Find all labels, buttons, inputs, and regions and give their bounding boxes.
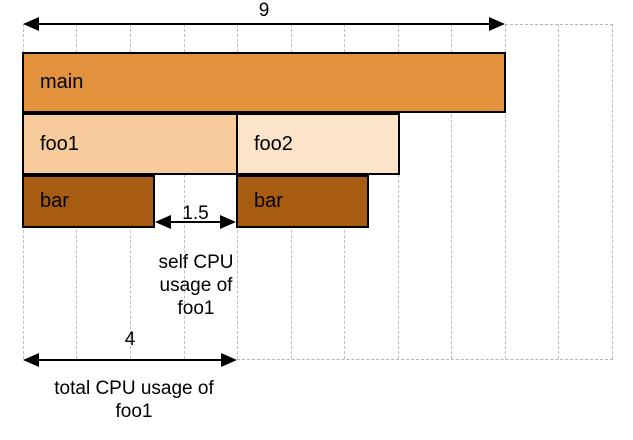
frame-foo2-label: foo2: [254, 132, 293, 155]
arrow-head-right-icon: [220, 215, 236, 229]
frame-main: main: [22, 52, 506, 113]
total-width-arrow: [23, 17, 505, 31]
gridline: [451, 24, 452, 359]
frame-foo1-label: foo1: [40, 132, 79, 155]
frame-main-label: main: [40, 71, 84, 93]
gridline: [184, 24, 185, 359]
arrow-head-right-icon: [221, 353, 237, 367]
gridline: [398, 24, 399, 359]
arrow-head-right-icon: [489, 17, 505, 31]
arrow-shaft: [158, 221, 233, 223]
gridline: [558, 24, 559, 359]
frame-foo2: foo2: [236, 113, 400, 175]
frame-bar-left: bar: [22, 175, 155, 228]
arrow-head-left-icon: [23, 17, 39, 31]
grid-top-boundary-line: [505, 24, 613, 25]
arrow-head-left-icon: [155, 215, 171, 229]
frame-bar-right: bar: [236, 175, 369, 228]
grid-bottom-boundary-line: [237, 359, 613, 360]
arrow-shaft: [26, 23, 502, 25]
self-usage-value: 1.5: [182, 203, 209, 224]
frame-bar-right-label: bar: [254, 190, 283, 212]
frame-bar-left-label: bar: [40, 190, 69, 212]
total-foo1-caption: total CPU usage of foo1: [54, 378, 214, 422]
self-usage-arrow: [155, 215, 236, 229]
total-width-value: 9: [258, 0, 270, 21]
frame-foo1: foo1: [22, 113, 238, 175]
total-foo1-value: 4: [124, 329, 136, 350]
arrow-shaft: [26, 359, 234, 361]
arrow-head-left-icon: [23, 353, 39, 367]
self-usage-caption: self CPU usage of foo1: [158, 252, 234, 319]
gridline: [612, 24, 613, 359]
total-foo1-arrow: [23, 353, 237, 367]
gridline: [505, 24, 506, 359]
